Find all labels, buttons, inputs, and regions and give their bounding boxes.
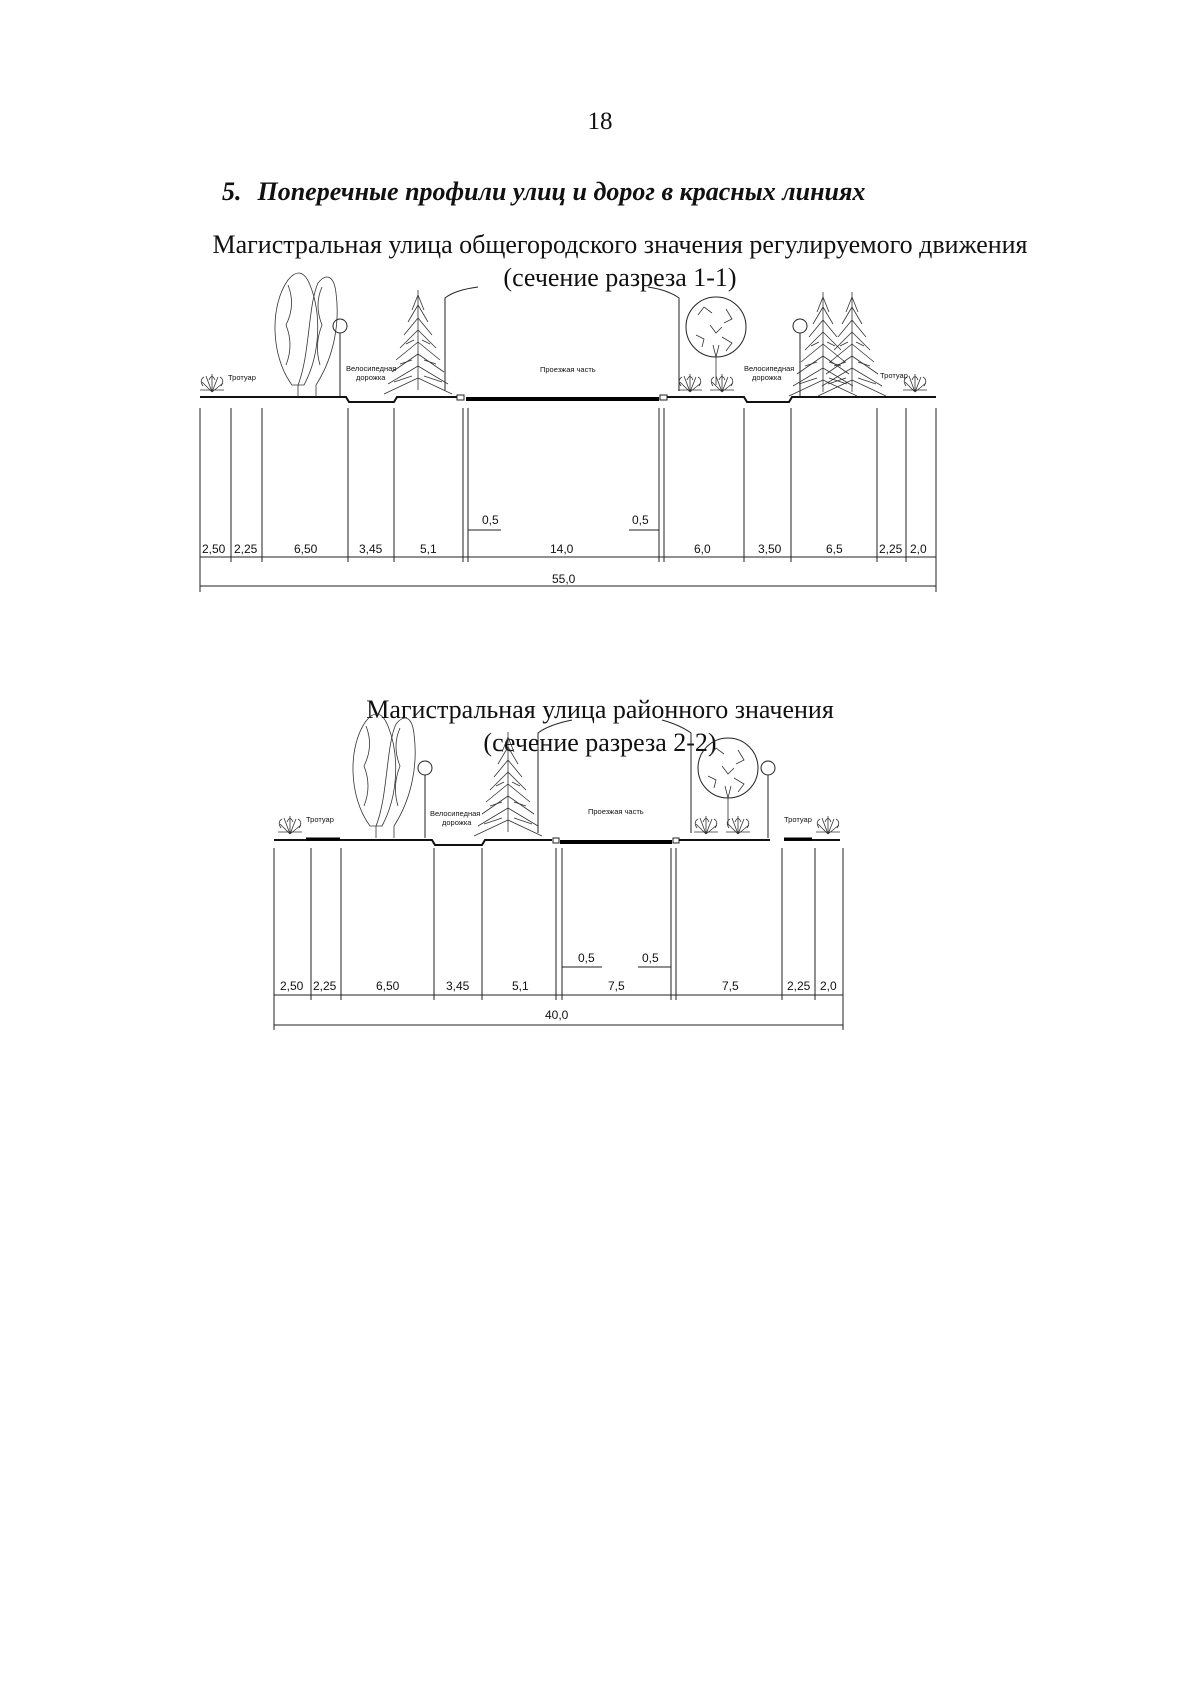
curb-left (456, 394, 465, 401)
profile2-title: Магистральная улица районного значения (… (0, 693, 1200, 759)
lamp-icon (760, 760, 776, 839)
edge-strip-value: 0,5 (632, 513, 649, 527)
dim-value: 2,25 (879, 542, 903, 556)
ground-left (274, 839, 552, 846)
total-width-value: 55,0 (552, 572, 576, 586)
total-width-value: 40,0 (545, 1008, 569, 1022)
section-heading: 5. Поперечные профили улиц и дорог в крас… (222, 177, 865, 207)
dim-value: 2,50 (280, 979, 304, 993)
dim-value: 2,25 (787, 979, 811, 993)
profile1-dimension-grid (199, 408, 937, 592)
dim-value: 2,25 (313, 979, 337, 993)
profile2-title-line2: (сечение разреза 2-2) (483, 728, 717, 757)
dim-value: 3,45 (446, 979, 470, 993)
label-bike-left-1: Велосипедная (346, 364, 396, 373)
label-sidewalk-left: Тротуар (306, 815, 334, 824)
street-light-right (647, 286, 680, 391)
profile1-title-line2: (сечение разреза 1-1) (503, 263, 737, 292)
label-bike-left-2: дорожка (442, 818, 472, 827)
edge-strip-value: 0,5 (642, 951, 659, 965)
dim-value: 6,50 (294, 542, 318, 556)
label-sidewalk-right: Тротуар (784, 815, 812, 824)
shrub-icon (815, 815, 841, 835)
dim-value: 2,25 (234, 542, 258, 556)
page-number: 18 (587, 108, 613, 135)
dim-value: 7,5 (608, 979, 625, 993)
label-bike-right-2: дорожка (752, 373, 782, 382)
dim-value: 2,0 (910, 542, 927, 556)
dim-value: 6,5 (826, 542, 843, 556)
edge-strip-value: 0,5 (482, 513, 499, 527)
label-bike-right-1: Велосипедная (744, 364, 794, 373)
curb-left (552, 837, 560, 844)
section-title: Поперечные профили улиц и дорог в красны… (257, 177, 866, 206)
dim-value: 2,50 (202, 542, 226, 556)
curb-right (672, 837, 680, 844)
spruce-tree-icon (473, 731, 543, 837)
label-sidewalk-right: Тротуар (880, 371, 908, 380)
dim-value: 6,0 (694, 542, 711, 556)
shrub-icon (693, 815, 719, 835)
dim-value: 3,45 (359, 542, 383, 556)
profile1-drawing: Тротуар Велосипедная дорожка Проезжая ча… (199, 272, 937, 592)
edge-strip-value: 0,5 (578, 951, 595, 965)
poplar-tree-icon (352, 713, 416, 839)
label-bike-left-1: Велосипедная (430, 809, 480, 818)
dim-value: 7,5 (722, 979, 739, 993)
dim-value: 2,0 (820, 979, 837, 993)
profile2-title-line1: Магистральная улица районного значения (366, 695, 834, 724)
dim-value: 5,1 (512, 979, 529, 993)
street-light-left (537, 719, 573, 833)
dim-value: 5,1 (420, 542, 437, 556)
street-light-right (661, 719, 692, 833)
shrub-icon (277, 815, 303, 835)
label-sidewalk-left: Тротуар (228, 373, 256, 382)
deciduous-tree-icon (697, 737, 759, 827)
dim-value: 14,0 (550, 542, 574, 556)
ground-right (667, 396, 936, 403)
shrub-icon (725, 815, 751, 835)
label-carriageway: Проезжая часть (588, 807, 644, 816)
lamp-icon (417, 760, 433, 839)
label-bike-left-2: дорожка (356, 373, 386, 382)
dim-value: 3,50 (758, 542, 782, 556)
ground-left (200, 396, 457, 403)
profile1-title-line1: Магистральная улица общегородского значе… (212, 230, 1028, 259)
profile1-title: Магистральная улица общегородского значе… (0, 228, 1200, 294)
label-carriageway: Проезжая часть (540, 365, 596, 374)
street-light-left (444, 286, 479, 391)
section-number: 5. (222, 177, 242, 206)
dim-value: 6,50 (376, 979, 400, 993)
profile2-dimension-grid (273, 848, 844, 1030)
